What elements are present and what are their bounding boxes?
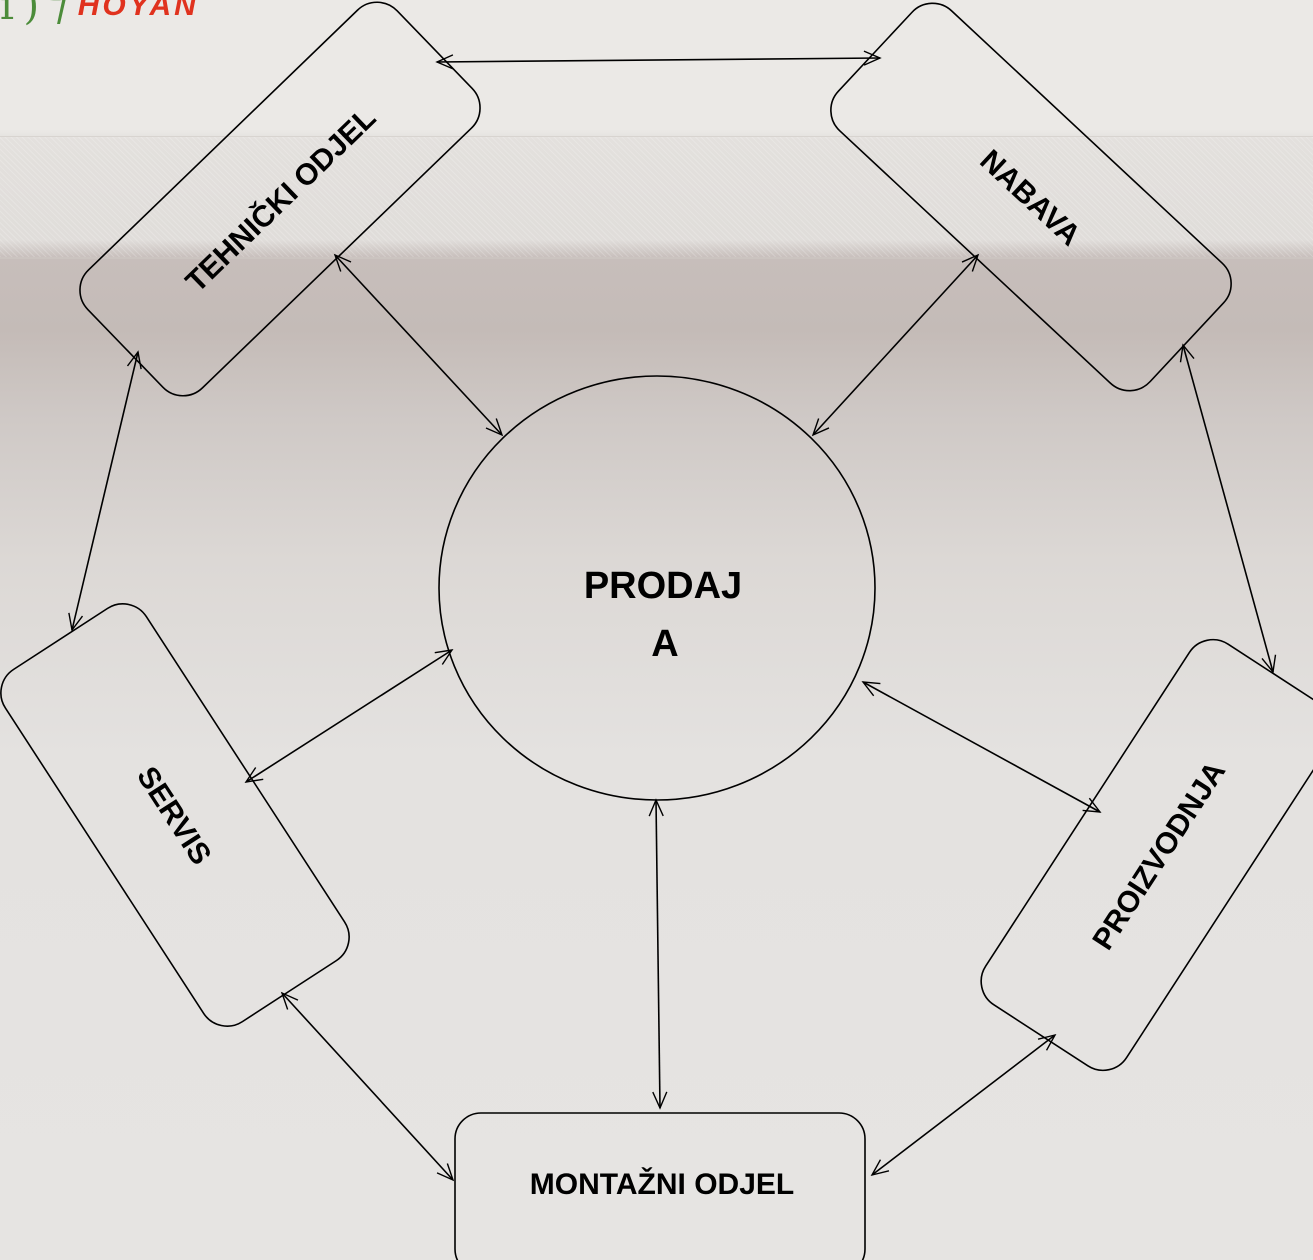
prodaja-label-line1: PRODAJ [584, 565, 742, 607]
proizvodnja-box [980, 638, 1313, 1072]
connector-nabava-prodaja [811, 253, 980, 437]
connector-nabava-proizvodnja [1179, 343, 1277, 674]
logo: ſ ) ⁊ HOYAN [0, 0, 199, 26]
connector-prodaja-proizvodnja [861, 681, 1102, 813]
nabava-box [830, 2, 1232, 392]
node-prodaja: PRODAJ A [438, 375, 876, 801]
montazni-odjel-box [454, 1112, 866, 1260]
prodaja-label-line2: A [651, 623, 678, 665]
servis-box [0, 603, 350, 1027]
connector-tehnicki-prodaja [333, 253, 504, 437]
tehnicki-odjel-box [79, 1, 481, 397]
node-montazni-odjel: MONTAŽNI ODJEL [454, 1112, 866, 1260]
connections [68, 50, 1277, 1182]
connector-tehnicki-nabava [435, 50, 882, 70]
nabava-label: NABAVA [973, 144, 1086, 253]
node-tehnicki-odjel: TEHNIČKI ODJEL [79, 1, 481, 397]
prodaja-circle [438, 375, 876, 801]
tehnicki-odjel-label: TEHNIČKI ODJEL [179, 101, 382, 299]
montazni-odjel-label: MONTAŽNI ODJEL [530, 1167, 794, 1201]
proizvodnja-label: PROIZVODNJA [1086, 756, 1232, 956]
connector-prodaja-montazni [648, 798, 668, 1110]
background-texture-band [0, 136, 1313, 259]
connector-montazni-proizvodnja [870, 1033, 1057, 1177]
connector-tehnicki-servis [68, 350, 142, 632]
logo-text: HOYAN [77, 0, 199, 22]
connector-servis-prodaja [244, 649, 454, 783]
node-proizvodnja: PROIZVODNJA [980, 638, 1313, 1072]
servis-label: SERVIS [130, 761, 217, 871]
node-nabava: NABAVA [830, 2, 1232, 392]
logo-mark-icon: ſ ) ⁊ [0, 0, 68, 29]
connector-servis-montazni [280, 991, 455, 1182]
node-servis: SERVIS [0, 603, 350, 1027]
